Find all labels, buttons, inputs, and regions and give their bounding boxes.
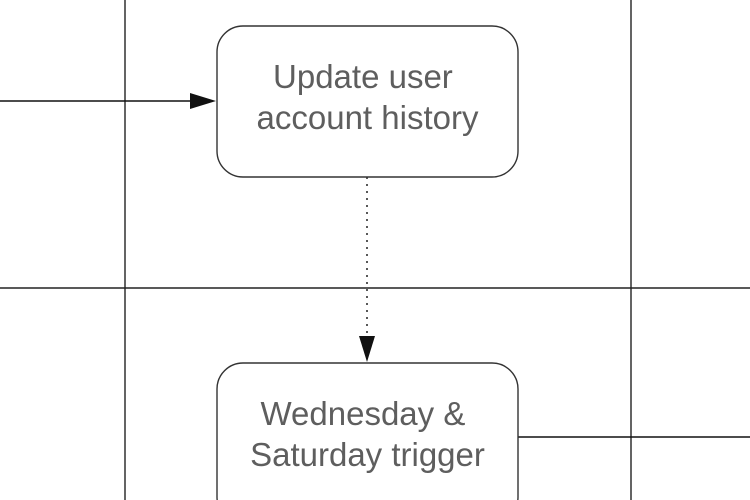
node-update-label-line-2: account history [257, 99, 479, 136]
node-update-user-account-history[interactable]: Update user account history [216, 25, 519, 178]
node-trigger-label-line-1: Wednesday & [260, 395, 465, 432]
edge-dotted-arrowhead [359, 336, 375, 362]
node-update-label-line-1: Update user [273, 58, 453, 95]
node-wednesday-saturday-trigger[interactable]: Wednesday & Saturday trigger [216, 362, 519, 500]
node-update-box [216, 25, 519, 178]
node-trigger-label-line-2: Saturday trigger [250, 436, 485, 473]
edge-incoming-arrowhead [190, 93, 216, 109]
node-trigger-label: Wednesday & Saturday trigger [250, 395, 485, 473]
node-trigger-box [216, 362, 519, 500]
node-update-label: Update user account history [257, 58, 479, 136]
